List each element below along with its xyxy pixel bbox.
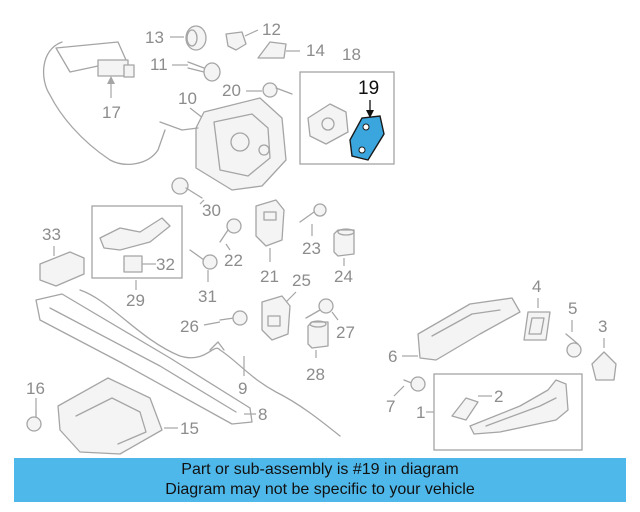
callout-6: 6 xyxy=(388,347,397,366)
part-19-highlighted xyxy=(349,100,385,161)
part-18-bracket-box xyxy=(299,71,395,165)
callout-11: 11 xyxy=(150,55,168,74)
callout-19: 19 xyxy=(358,78,379,99)
part-7-screw xyxy=(393,376,426,397)
callout-10: 10 xyxy=(178,89,197,108)
callout-12: 12 xyxy=(262,20,281,39)
callout-9: 9 xyxy=(238,379,247,398)
banner-line-1: Part or sub-assembly is #19 in diagram xyxy=(181,461,459,478)
callout-33: 33 xyxy=(42,225,61,244)
part-16-bolt xyxy=(26,398,42,432)
callout-27: 27 xyxy=(336,323,355,342)
part-22-screw xyxy=(219,218,242,251)
callout-30: 30 xyxy=(202,201,221,220)
part-29-box xyxy=(91,205,183,279)
callout-8: 8 xyxy=(258,405,267,424)
callout-29: 29 xyxy=(126,291,145,310)
banner-line-2: Diagram may not be specific to your vehi… xyxy=(165,481,475,498)
callout-14: 14 xyxy=(306,41,325,60)
part-11-bolt xyxy=(172,61,221,82)
callout-5: 5 xyxy=(568,299,577,318)
part-33-connector xyxy=(39,246,85,287)
callout-7: 7 xyxy=(386,397,395,416)
part-27-bolt xyxy=(305,298,339,321)
part-3-cap xyxy=(591,338,617,381)
part-4-gasket xyxy=(523,298,551,341)
info-banner: Part or sub-assembly is #19 in diagram D… xyxy=(14,458,626,502)
part-30-bolt xyxy=(171,177,205,205)
callout-32: 32 xyxy=(156,255,175,274)
callout-31: 31 xyxy=(198,287,217,306)
part-20-screw xyxy=(246,82,293,98)
part-26-bolt xyxy=(203,310,248,326)
part-24-bushing xyxy=(333,228,355,266)
callout-21: 21 xyxy=(260,267,279,286)
part-10-door-latch xyxy=(159,97,287,191)
callout-15: 15 xyxy=(180,419,199,438)
callout-16: 16 xyxy=(26,379,45,398)
callout-24: 24 xyxy=(334,267,353,286)
callout-4: 4 xyxy=(532,277,541,296)
part-6-handle-frame xyxy=(402,297,521,361)
callout-25: 25 xyxy=(292,271,311,290)
callout-18: 18 xyxy=(342,45,361,64)
part-23-bolt xyxy=(299,203,327,236)
callout-22: 22 xyxy=(224,251,243,270)
part-17-cable-actuator xyxy=(42,41,166,165)
part-1-door-handle xyxy=(469,379,569,435)
part-25-hinge xyxy=(261,291,297,341)
callout-13: 13 xyxy=(145,28,164,47)
part-14-cap xyxy=(257,41,300,59)
part-12-clip xyxy=(225,29,259,51)
callout-1: 1 xyxy=(416,403,425,422)
part-5-screw xyxy=(565,320,582,358)
part-18-striker xyxy=(307,103,349,145)
callout-3: 3 xyxy=(598,317,607,336)
part-28-bushing xyxy=(307,320,329,358)
part-8-trim-panel xyxy=(35,293,256,425)
part-29-actuator xyxy=(99,217,171,273)
part-9-cable xyxy=(79,289,341,437)
callout-28: 28 xyxy=(306,365,325,384)
part-31-bolt xyxy=(189,249,218,282)
callout-26: 26 xyxy=(180,317,199,336)
callout-20: 20 xyxy=(222,81,241,100)
part-15-handle-bracket xyxy=(57,377,178,455)
callout-2: 2 xyxy=(494,387,503,406)
callout-17: 17 xyxy=(102,103,121,122)
part-13-grommet xyxy=(170,25,207,51)
part-2-gasket xyxy=(451,395,492,421)
callout-23: 23 xyxy=(302,239,321,258)
part-21-hinge xyxy=(255,199,285,262)
